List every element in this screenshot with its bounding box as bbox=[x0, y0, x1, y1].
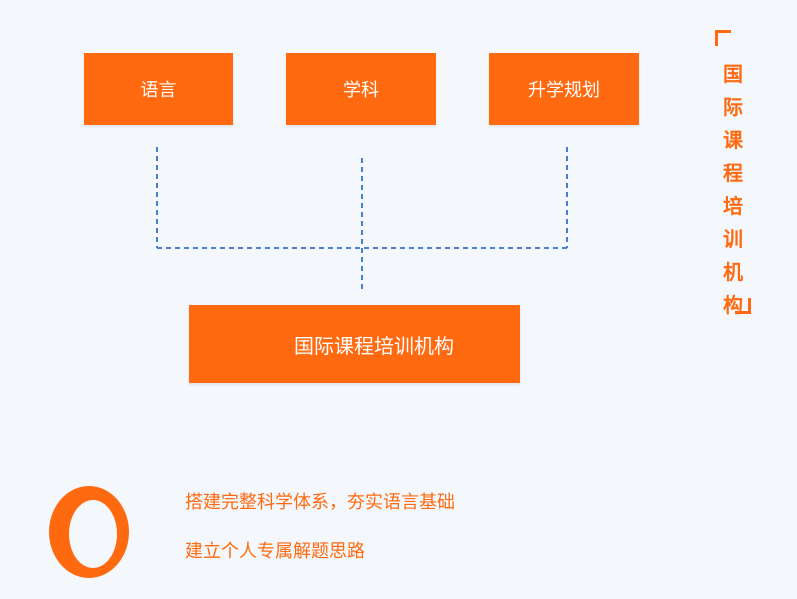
node-language-label: 语言 bbox=[140, 80, 177, 101]
node-admission-planning: 升学规划 bbox=[489, 53, 639, 125]
node-admission-planning-label: 升学规划 bbox=[528, 80, 600, 101]
bracket-close bbox=[735, 298, 751, 314]
node-subject-label: 学科 bbox=[343, 80, 379, 101]
vertical-title-chars: 国 际 课 程 培 训 机 构 bbox=[715, 58, 751, 322]
node-subject: 学科 bbox=[286, 53, 436, 125]
node-center-label: 国际课程培训机构 bbox=[294, 333, 454, 358]
vertical-title: 国 际 课 程 培 训 机 构 bbox=[715, 22, 751, 317]
vertical-title-char: 际 bbox=[723, 95, 743, 119]
node-language: 语言 bbox=[84, 53, 233, 125]
vertical-title-char: 培 bbox=[723, 194, 743, 218]
slogan-line-2: 建立个人专属解题思路 bbox=[185, 541, 365, 562]
vertical-title-char: 机 bbox=[723, 260, 743, 284]
bracket-open bbox=[715, 30, 731, 46]
slogan-line-1: 搭建完整科学体系，夯实语言基础 bbox=[185, 492, 455, 513]
vertical-title-char: 课 bbox=[723, 128, 743, 152]
node-center-institution: 国际课程培训机构 bbox=[189, 305, 520, 383]
ring-logo-icon bbox=[49, 486, 129, 578]
vertical-title-char: 程 bbox=[723, 161, 743, 185]
vertical-title-char: 训 bbox=[723, 227, 743, 251]
vertical-title-char: 国 bbox=[723, 62, 743, 86]
